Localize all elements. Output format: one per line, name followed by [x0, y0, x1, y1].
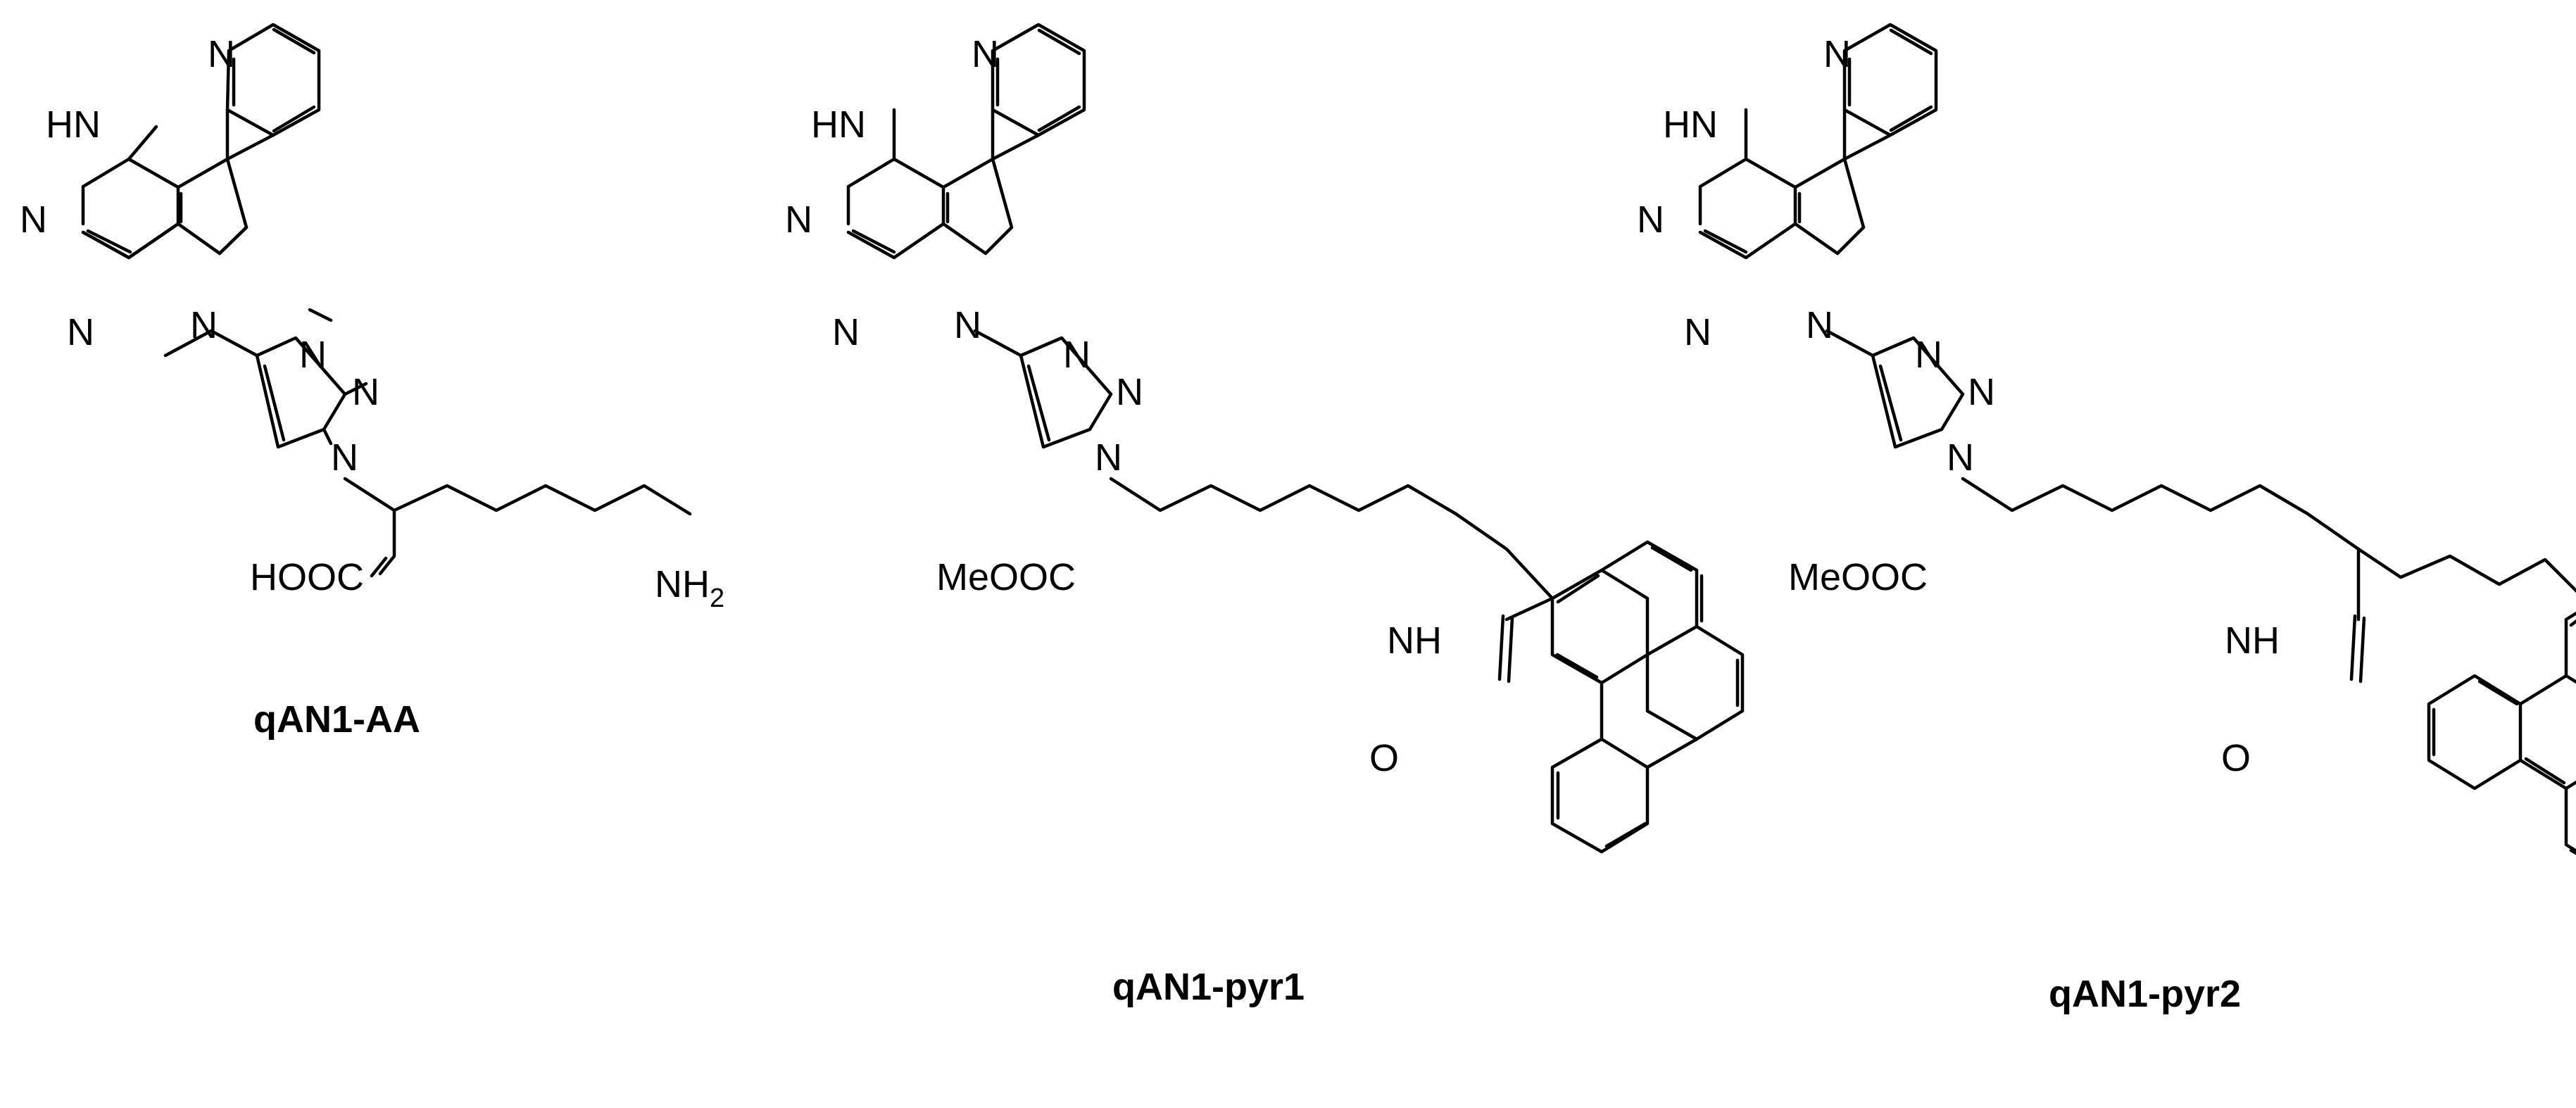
- triazole-n2-label: N: [352, 371, 379, 413]
- pyrroline-n-label: N: [954, 304, 981, 346]
- triazole-n3-label: N: [1063, 334, 1091, 376]
- molecule-qan1-aa: N HN N N N N N N HOOC NH2 qAN1-AA: [20, 23, 724, 741]
- tricyclic-core-bonds: [846, 23, 1086, 260]
- pyrene-bonds: [1550, 540, 1745, 854]
- molecule-qan1-pyr1: N HN N N N N N N MeOOC NH O qAN1-pyr1: [785, 23, 1745, 1008]
- carbonyl-o-label: O: [1369, 737, 1399, 779]
- triazole-n1-label: N: [331, 436, 358, 479]
- side-chain-bonds: [343, 477, 692, 578]
- tricyclic-core-bonds: [81, 23, 321, 260]
- pyrimidine-n2-label: N: [832, 311, 860, 353]
- caption-qan1-aa: qAN1-AA: [253, 698, 420, 741]
- caption-qan1-pyr2: qAN1-pyr2: [2049, 973, 2241, 1015]
- pyrroline-n-label: N: [190, 304, 218, 346]
- pyridine-n-label: N: [972, 33, 999, 75]
- pyrimidine-n1-label: N: [1637, 199, 1664, 241]
- linker-triazole-bonds: [163, 308, 368, 449]
- carbonyl-o-label: O: [2221, 737, 2251, 779]
- bridge-nh-label: HN: [46, 103, 101, 146]
- bridge-nh-label: HN: [1663, 103, 1718, 146]
- pyridine-n-label: N: [208, 33, 235, 75]
- bridge-nh-label: HN: [811, 103, 866, 146]
- tricyclic-core-bonds: [1698, 23, 1938, 260]
- pyrimidine-n1-label: N: [785, 199, 812, 241]
- pyrimidine-n1-label: N: [20, 199, 47, 241]
- pyridine-n-label: N: [1823, 33, 1851, 75]
- triazole-n2-label: N: [1968, 371, 1995, 413]
- molecule-qan1-pyr2: N HN N N N N N N MeOOC NH O qAN1-pyr2: [1637, 23, 2576, 1015]
- amide-nh-label: NH: [2225, 619, 2280, 662]
- linker-triazole-bonds: [973, 329, 1113, 449]
- pyrimidine-n2-label: N: [67, 311, 94, 353]
- triazole-n3-label: N: [299, 334, 327, 376]
- triazole-n1-label: N: [1095, 436, 1122, 479]
- acid-group-label: HOOC: [250, 556, 364, 598]
- pyrene-bonds: [2427, 611, 2576, 855]
- ester-group-label: MeOOC: [1788, 556, 1928, 598]
- amide-nh-label: NH: [1387, 619, 1442, 662]
- pyrroline-n-label: N: [1806, 304, 1833, 346]
- linker-triazole-bonds: [1825, 329, 1965, 449]
- side-chain-bonds: [1961, 477, 2576, 684]
- triazole-n1-label: N: [1947, 436, 1974, 479]
- triazole-n3-label: N: [1915, 334, 1942, 376]
- pyrimidine-n2-label: N: [1684, 311, 1711, 353]
- amine-label: NH2: [655, 563, 724, 613]
- ester-group-label: MeOOC: [936, 556, 1076, 598]
- side-chain-bonds: [1109, 477, 1554, 684]
- triazole-n2-label: N: [1116, 371, 1143, 413]
- caption-qan1-pyr1: qAN1-pyr1: [1112, 966, 1305, 1008]
